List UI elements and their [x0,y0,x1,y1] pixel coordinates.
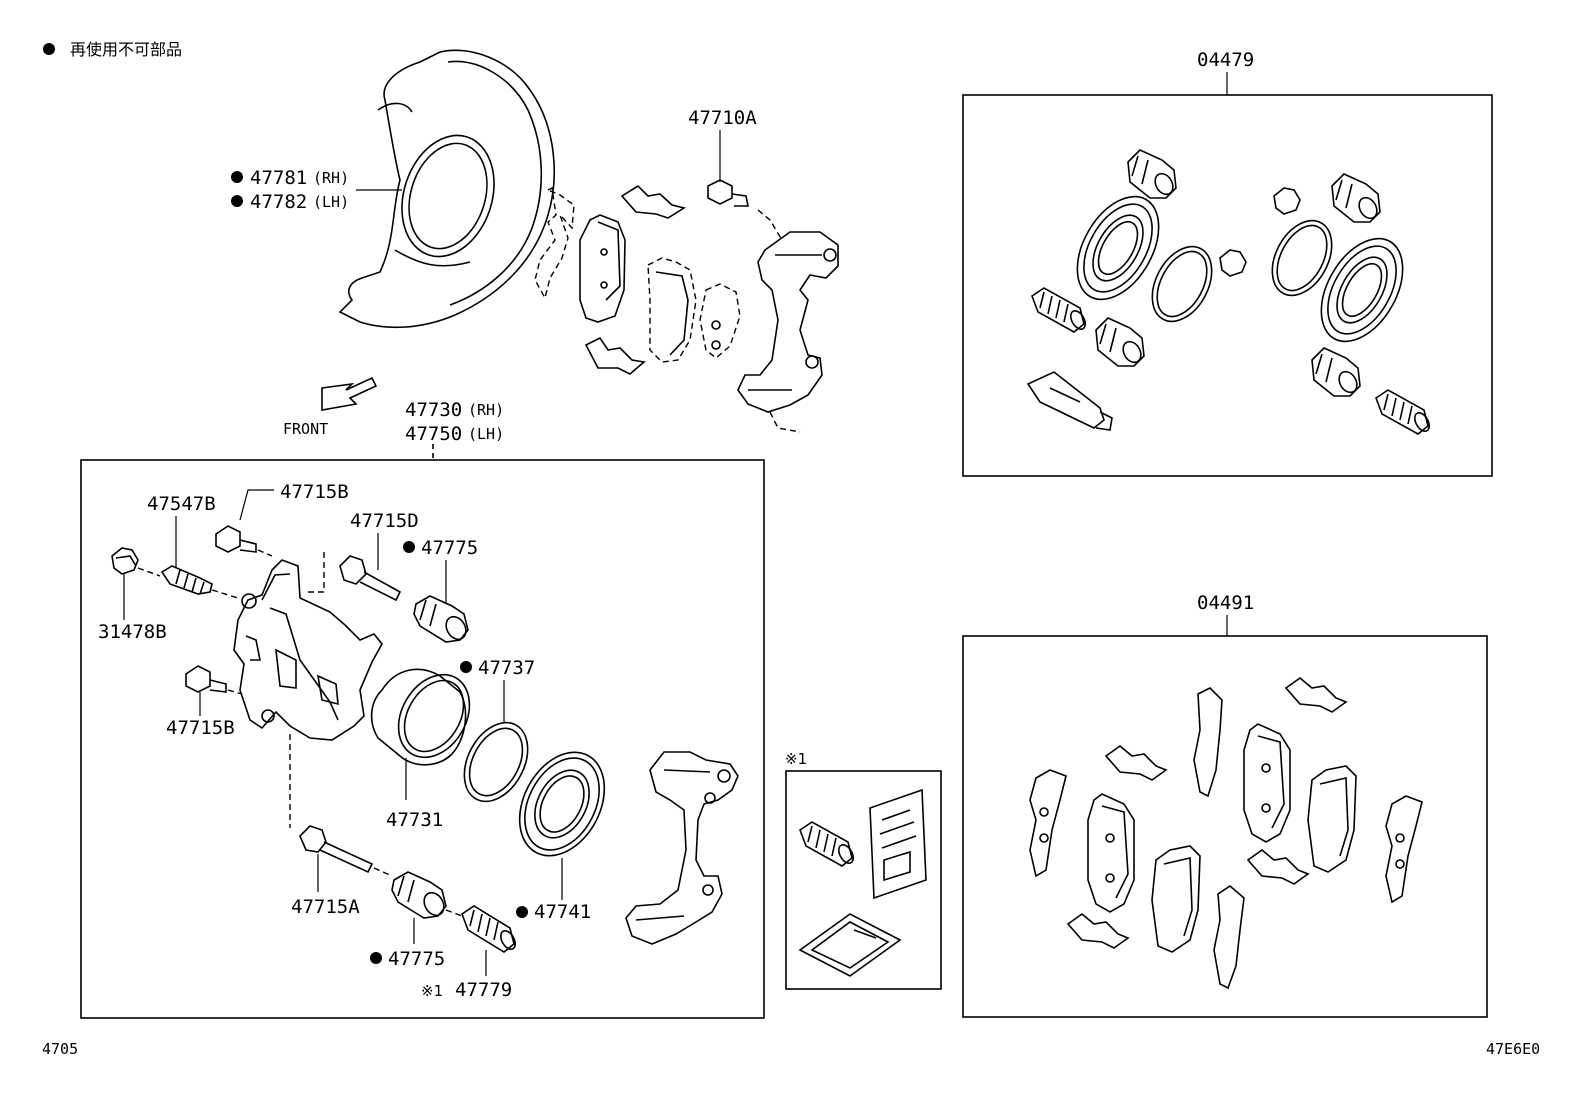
label-47715D: 47715D [350,510,419,532]
front-arrow-icon [321,376,378,411]
label-47750: 47750 [405,423,462,445]
legend: 再使用不可部品 [43,40,182,59]
kit-04491-box [962,635,1488,1018]
kit-04479-parts-drawing [1026,149,1431,435]
note-kit-box [785,770,942,990]
non-reusable-dot-icon [460,661,472,673]
label-04491: 04491 [1197,592,1254,614]
bolt-47710A-drawing [707,130,749,207]
label-47737: 47737 [478,657,535,679]
label-47779-prefix: ※1 [421,982,443,1000]
kit-04491-parts-drawing [1029,676,1423,990]
non-reusable-dot-icon [370,952,382,964]
label-47775-top: 47775 [421,537,478,559]
label-47782: 47782 (LH) [231,191,349,213]
svg-text:47782: 47782 [250,191,307,213]
note-kit-instruction-sheet-icon [869,788,927,900]
note-kit-label: ※1 [785,750,807,768]
label-47781: 47781 (RH) [231,167,349,189]
label-47730: 47730 [405,399,462,421]
svg-text:47781: 47781 [250,167,307,189]
torque-plate-drawing [625,751,739,945]
front-label: FRONT [283,420,328,438]
top-torque-plate-drawing [737,209,839,433]
pin-47715D-drawing [339,555,402,602]
svg-text:(RH): (RH) [313,169,349,187]
label-47715B-bottom: 47715B [166,717,235,739]
label-47715B-top: 47715B [280,481,349,503]
footer-page-code: 4705 [42,1040,78,1058]
non-reusable-dot-icon [403,541,415,553]
label-47547B: 47547B [147,493,216,515]
svg-text:(RH): (RH) [468,401,504,419]
svg-text:(LH): (LH) [313,193,349,211]
dust-shield-drawing [338,49,556,329]
note-kit-sleeve-drawing [799,821,855,867]
bolt-47715B-bottom-drawing [185,665,227,693]
piston-47731-drawing [370,668,471,766]
label-47741: 47741 [534,901,591,923]
svg-text:(LH): (LH) [468,425,504,443]
cap-31478B-drawing [111,547,139,575]
non-reusable-dot-icon [43,43,55,55]
boot-47775-bottom-drawing [391,871,447,919]
pin-47547B-drawing [160,565,213,595]
label-47775-bottom: 47775 [388,948,445,970]
top-pad-assembly-drawing [534,184,741,375]
bolt-47715B-top-drawing [215,525,257,553]
label-31478B: 31478B [98,621,167,643]
label-47779: 47779 [455,979,512,1001]
sleeve-47779-drawing [461,905,517,953]
label-47710A: 47710A [688,107,757,129]
non-reusable-dot-icon [516,906,528,918]
boot-47775-top-drawing [413,595,469,643]
label-47731: 47731 [386,809,443,831]
label-47715A: 47715A [291,896,360,918]
non-reusable-dot-icon [231,171,243,183]
label-04479: 04479 [1197,49,1254,71]
legend-text: 再使用不可部品 [70,40,182,59]
note-kit-grease-packet-icon [798,913,902,977]
caliper-body-drawing [233,559,383,741]
seal-47737-drawing [463,721,529,803]
caliper-assembly-box [80,459,765,1019]
pin-47715A-drawing [299,825,374,874]
kit-04479-box [962,94,1493,477]
non-reusable-dot-icon [231,195,243,207]
boot-47741-drawing [518,751,606,857]
footer-figure-code: 47E6E0 [1486,1040,1540,1058]
